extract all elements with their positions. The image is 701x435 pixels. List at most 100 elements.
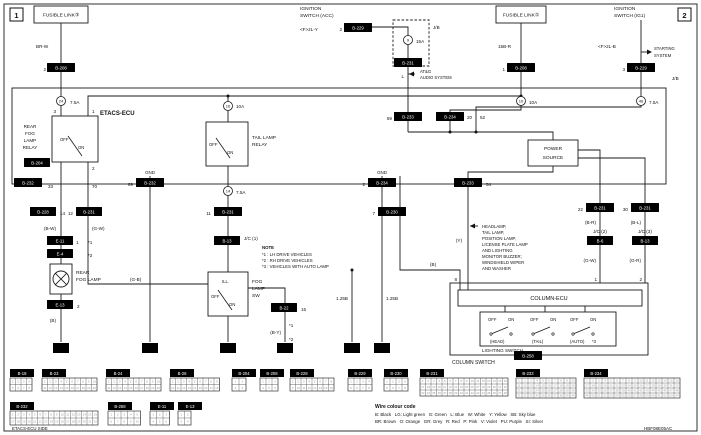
- pin-number: 2: [592, 379, 594, 383]
- diagram-label: (B): [430, 262, 437, 267]
- connector-pinout-label: E-13: [186, 404, 196, 409]
- pin-number: 32: [675, 384, 679, 388]
- connector-tag-label: B-231: [594, 206, 606, 211]
- pin-number: 60: [651, 394, 655, 398]
- pin-number: 25: [541, 389, 545, 393]
- diagram-label: *1: [289, 323, 294, 328]
- pin-number: 39: [454, 391, 458, 395]
- pin-number: 43: [645, 389, 649, 393]
- diagram-label: REAR: [24, 124, 37, 129]
- switch-contact-line: [215, 137, 231, 159]
- diagram-label: STARTING: [654, 46, 675, 51]
- connector-pinout-label: B-23: [50, 371, 60, 376]
- pin-number: 16: [135, 386, 139, 390]
- diagram-label: OFF: [570, 317, 579, 322]
- fuse-number: 24: [59, 99, 64, 104]
- connector-pinout-label: B-18: [18, 371, 28, 376]
- pin-number: 5: [194, 379, 196, 383]
- pin-number: 2: [187, 413, 189, 417]
- fuse-number: 9: [407, 38, 410, 43]
- diagram-label: (G-R): [630, 258, 642, 263]
- pin-number: 2: [356, 379, 358, 383]
- page-ref-number: 1: [14, 11, 18, 20]
- pin-number: 16: [504, 379, 508, 383]
- connector-tag-box: [47, 249, 73, 258]
- pin-number: 11: [177, 386, 180, 390]
- diagram-label: 7.5A: [236, 190, 246, 195]
- connector-tag-label: B-229: [635, 66, 647, 71]
- fuse-icon: 46: [636, 96, 646, 106]
- diagram-label: COLUMN SWITCH: [452, 360, 495, 366]
- pin-number: 19: [565, 384, 569, 388]
- pin-number: 51: [597, 394, 601, 398]
- pin-number: 19: [151, 386, 155, 390]
- pin-number: 11: [302, 386, 305, 390]
- diagram-label: AUDIO SYSTEM: [420, 75, 452, 80]
- pin-number: 47: [669, 389, 673, 393]
- connector-pinout-label: B-208: [266, 371, 278, 376]
- pin-number: 13: [77, 413, 81, 417]
- diagram-label: POWER: [544, 146, 563, 152]
- diagram-label: (TAIL): [532, 339, 544, 344]
- pin-number: 12: [182, 386, 186, 390]
- pin-number: 16: [547, 384, 551, 388]
- diagram-label: AT&G: [420, 69, 431, 74]
- pin-number: 22: [523, 389, 527, 393]
- connector-tag-B-258: B-258: [514, 351, 542, 360]
- pin-number: 1: [292, 379, 294, 383]
- diagram-label: 11: [206, 211, 211, 216]
- connector-tag-B-231: B-231: [586, 203, 614, 212]
- pin-number: 29: [657, 384, 661, 388]
- connector-tag-label: B-228: [37, 210, 49, 215]
- pin-number: 64: [675, 394, 679, 398]
- diagram-label: 2: [362, 182, 365, 187]
- pin-number: 11: [107, 386, 110, 390]
- diagram-label: (HEAD): [490, 339, 505, 344]
- diagram-label: (B-W): [44, 226, 56, 231]
- pin-number: 1: [44, 379, 46, 383]
- wire: [87, 95, 521, 116]
- pin-number: 2: [268, 379, 270, 383]
- connector-pinout-tag: [420, 369, 444, 377]
- pin-number: 7: [455, 379, 457, 383]
- connector-pinout-label: B-24: [114, 371, 124, 376]
- connector-side-note: ETACS-ECU SIDE: [12, 426, 48, 431]
- pin-number: 24: [50, 420, 54, 424]
- pin-number: 14: [60, 386, 64, 390]
- pin-number: 36: [603, 389, 607, 393]
- diagram-label: RELAY: [23, 145, 38, 150]
- pin-number: 6: [71, 379, 73, 383]
- pin-number: 23: [44, 420, 48, 424]
- component-box: [479, 311, 617, 347]
- diagram-label: SYSTEM: [654, 53, 672, 58]
- pin-number: 6: [199, 379, 201, 383]
- component-box: FUSIBLE LINK①: [495, 5, 547, 24]
- diagram-label: *2: [88, 253, 93, 258]
- box-outline: [449, 282, 649, 356]
- pin-number: 21: [443, 385, 447, 389]
- wire: [578, 149, 601, 283]
- pin-number: 6: [165, 420, 167, 424]
- diagram-label: SOURCE: [543, 155, 564, 161]
- diagram-label: SWITCH (IG1): [614, 13, 646, 19]
- legend-line2: BR: Brown O: Orange GR: Grey R: Red P: P…: [375, 419, 544, 424]
- connector-tag-label: B-234: [376, 181, 388, 186]
- pin-number: 37: [443, 391, 447, 395]
- diagram-label: OFF: [488, 317, 497, 322]
- pin-number: 54: [615, 394, 619, 398]
- pin-number: 7: [554, 379, 556, 383]
- diagram-label: SW: [252, 293, 260, 299]
- diagram-label: 15: [301, 307, 307, 312]
- pin-number: 3: [598, 379, 600, 383]
- pin-number: 4: [28, 413, 30, 417]
- pin-number: 7: [77, 379, 79, 383]
- wire: [87, 162, 208, 285]
- connector-pinout-label: B-231: [426, 371, 438, 376]
- fuse-circle: [516, 96, 526, 106]
- pin-number: 42: [471, 391, 475, 395]
- pin-number: 48: [675, 389, 679, 393]
- diagram-label: 52: [480, 115, 486, 120]
- pin-number: 1: [586, 379, 588, 383]
